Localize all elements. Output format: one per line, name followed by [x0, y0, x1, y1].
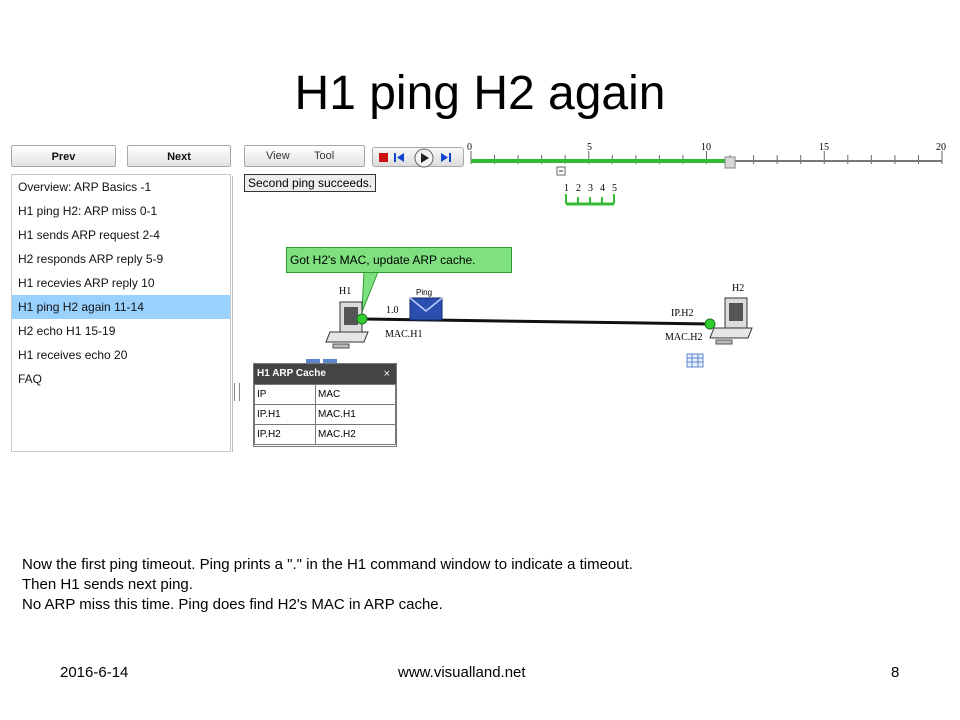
skip-back-icon[interactable] — [394, 153, 404, 162]
stop-icon[interactable] — [379, 153, 388, 162]
tab-tool[interactable]: Tool — [314, 150, 335, 162]
segment-label-1[interactable]: 1 — [564, 183, 569, 194]
slide-title: H1 ping H2 again — [294, 67, 666, 120]
step-item-echo[interactable]: H2 echo H1 15-19 — [18, 324, 116, 338]
ping-packet-label: Ping — [416, 288, 433, 297]
segment-label-3[interactable]: 3 — [588, 183, 593, 194]
step-item-overview[interactable]: Overview: ARP Basics -1 — [18, 180, 152, 194]
step-caption: Second ping succeeds. — [244, 174, 377, 192]
mac-update-callout: Got H2's MAC, update ARP cache. — [286, 247, 512, 273]
player-controls — [372, 147, 464, 168]
table-row: IP.H1 MAC.H1 — [254, 404, 396, 425]
network-diagram — [306, 271, 753, 371]
segment-label-5[interactable]: 5 — [612, 183, 617, 194]
table-header-row: IP MAC — [254, 384, 396, 405]
timeline-handle[interactable] — [724, 156, 736, 169]
timeline-label-15: 15 — [819, 142, 829, 153]
h1-label: H1 — [339, 286, 352, 297]
footer-url[interactable]: www.visualland.net — [398, 664, 526, 681]
segment-label-2[interactable]: 2 — [576, 183, 581, 194]
arp-cache-title: H1 ARP Cache — [257, 368, 326, 379]
description-line: Then H1 sends next ping. — [22, 576, 193, 593]
timeline-label-5: 5 — [587, 142, 592, 153]
timeline-label-0: 0 — [467, 142, 472, 153]
skip-forward-icon[interactable] — [441, 153, 451, 162]
arp-cache-header: H1 ARP Cache × — [254, 364, 396, 384]
table-cell-ip: IP.H2 — [254, 424, 316, 445]
step-item-receive-reply[interactable]: H1 recevies ARP reply 10 — [18, 276, 155, 290]
h1-mac-label: MAC.H1 — [385, 329, 423, 340]
timeline-label-10: 10 — [701, 142, 711, 153]
table-cell-mac: MAC.H1 — [315, 404, 396, 425]
h2-ip-label: IP.H2 — [671, 308, 694, 319]
table-row: IP.H2 MAC.H2 — [254, 424, 396, 445]
next-button[interactable]: Next — [127, 145, 231, 167]
h2-arp-table-icon[interactable] — [686, 353, 704, 368]
segment-bracket — [565, 194, 615, 206]
step-item-arp-miss[interactable]: H1 ping H2: ARP miss 0-1 — [18, 204, 158, 218]
step-item-arp-reply[interactable]: H2 responds ARP reply 5-9 — [18, 252, 164, 266]
arp-cache-table: IP MAC IP.H1 MAC.H1 IP.H2 MAC.H2 — [254, 384, 396, 445]
column-header-mac: MAC — [315, 384, 396, 405]
callout-tail — [361, 271, 379, 313]
timeline-label-20: 20 — [936, 142, 946, 153]
timeline — [470, 151, 943, 206]
tab-view[interactable]: View — [266, 150, 290, 162]
arp-cache-panel: H1 ARP Cache × IP MAC IP.H1 MAC.H1 IP.H2… — [253, 363, 397, 447]
table-cell-ip: IP.H1 — [254, 404, 316, 425]
description-line: No ARP miss this time. Ping does find H2… — [22, 596, 443, 613]
step-list: Overview: ARP Basics -1 H1 ping H2: ARP … — [11, 174, 231, 452]
h1-computer-icon[interactable] — [325, 301, 369, 349]
close-icon[interactable]: × — [383, 368, 390, 380]
step-item-ping-again[interactable]: H1 ping H2 again 11-14 — [12, 295, 230, 319]
h1-interface-dot[interactable] — [356, 313, 368, 325]
panel-splitter[interactable] — [232, 176, 241, 452]
h2-label: H2 — [732, 283, 745, 294]
h1-ip-label: 1.0 — [386, 305, 399, 316]
step-item-receive-echo[interactable]: H1 receives echo 20 — [18, 348, 128, 362]
ping-packet-icon[interactable] — [409, 297, 443, 321]
splitter-grip-icon[interactable] — [234, 383, 240, 401]
footer-page-number: 8 — [891, 664, 900, 681]
step-item-faq[interactable]: FAQ — [18, 372, 43, 386]
description-line: Now the first ping timeout. Ping prints … — [22, 556, 633, 573]
view-tool-tabs: View Tool — [244, 145, 365, 167]
table-cell-mac: MAC.H2 — [315, 424, 396, 445]
step-item-arp-request[interactable]: H1 sends ARP request 2-4 — [18, 228, 160, 242]
prev-button[interactable]: Prev — [11, 145, 116, 167]
h2-mac-label: MAC.H2 — [665, 332, 703, 343]
footer-date: 2016-6-14 — [60, 664, 129, 681]
play-icon[interactable] — [414, 148, 434, 168]
h2-interface-dot[interactable] — [704, 318, 716, 330]
column-header-ip: IP — [254, 384, 316, 405]
segment-label-4[interactable]: 4 — [600, 183, 605, 194]
slide-description: Now the first ping timeout. Ping prints … — [22, 555, 942, 615]
h2-computer-icon[interactable] — [709, 297, 753, 345]
